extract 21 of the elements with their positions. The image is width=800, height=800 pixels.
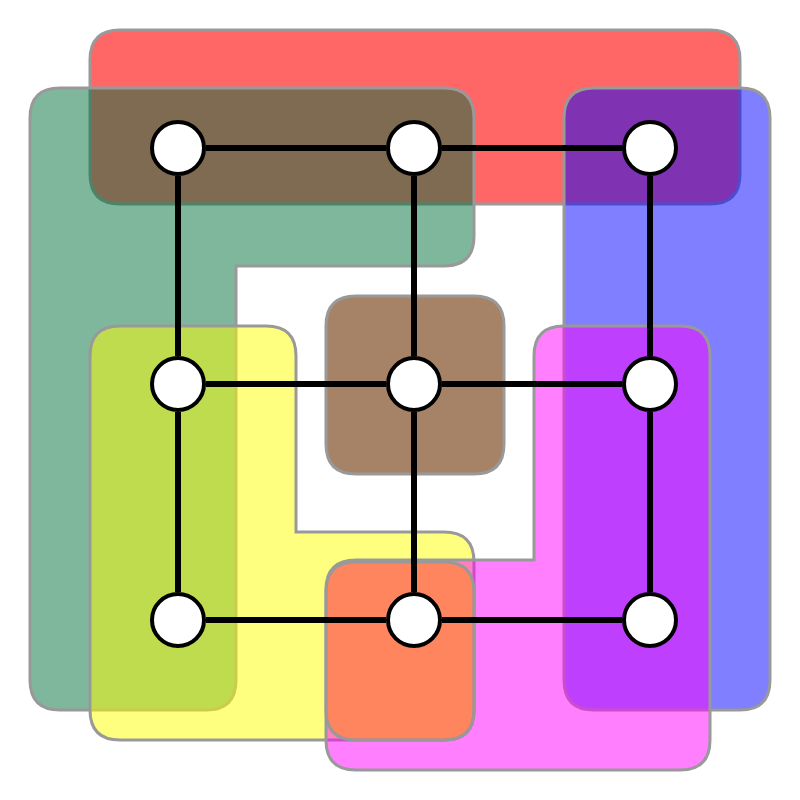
vertex-circle (150, 592, 206, 648)
connector-line (206, 145, 386, 151)
connector-line (175, 176, 181, 356)
connector-line (206, 617, 386, 623)
connector-line (442, 145, 622, 151)
connector-line (411, 412, 417, 592)
vertex-circle (386, 120, 442, 176)
connector-line (647, 176, 653, 356)
connector-line (647, 412, 653, 592)
connector-line (206, 381, 386, 387)
connector-line (411, 176, 417, 356)
vertex-circle (622, 356, 678, 412)
vertex-circle (150, 120, 206, 176)
vertex-circle (622, 120, 678, 176)
vertex-circle (386, 592, 442, 648)
connector-line (175, 412, 181, 592)
vertex-circle (622, 592, 678, 648)
vertex-circle (386, 356, 442, 412)
connector-line (442, 617, 622, 623)
connector-line (442, 381, 622, 387)
vertex-circle (150, 356, 206, 412)
